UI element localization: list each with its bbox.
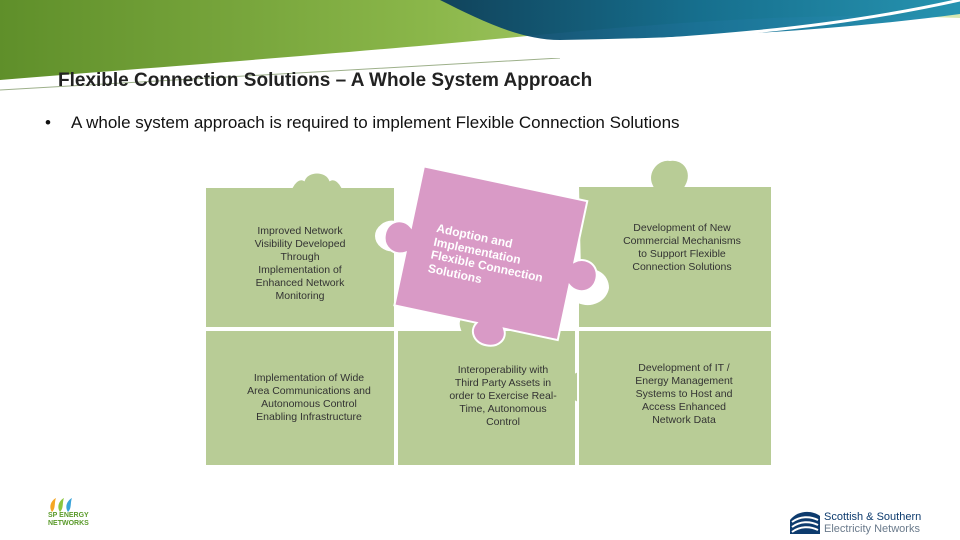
piece-top-right-text: Development of New Commercial Mechanisms…: [623, 222, 741, 273]
sse-text: Scottish & Southern Electricity Networks: [824, 511, 921, 535]
puzzle-diagram: [204, 158, 773, 467]
header-banner: [0, 0, 960, 91]
piece-top-left: [204, 171, 396, 329]
piece-center-pink: [383, 165, 598, 347]
sse-text-line2: Electricity Networks: [824, 523, 920, 535]
sp-energy-networks-text: SP ENERGY NETWORKS: [48, 512, 89, 527]
bullet-text: A whole system approach is required to i…: [71, 113, 680, 132]
bullet-item: • A whole system approach is required to …: [45, 113, 680, 133]
piece-bottom-center-text: Interoperability with Third Party Assets…: [449, 364, 557, 428]
sse-text-line1: Scottish & Southern: [824, 511, 922, 523]
piece-top-left-text: Improved Network Visibility Developed Th…: [254, 225, 346, 302]
page-title: Flexible Connection Solutions – A Whole …: [58, 70, 593, 91]
piece-bottom-left: [204, 329, 396, 467]
sse-logo: [790, 511, 820, 534]
piece-bottom-right: [577, 329, 773, 467]
sp-energy-networks-logo: [50, 498, 72, 512]
bullet-dot: •: [45, 113, 51, 132]
piece-bottom-left-text: Implementation of Wide Area Communicatio…: [247, 372, 371, 423]
piece-top-right: [576, 158, 773, 329]
piece-bottom-right-text: Development of IT / Energy Management Sy…: [635, 362, 733, 426]
